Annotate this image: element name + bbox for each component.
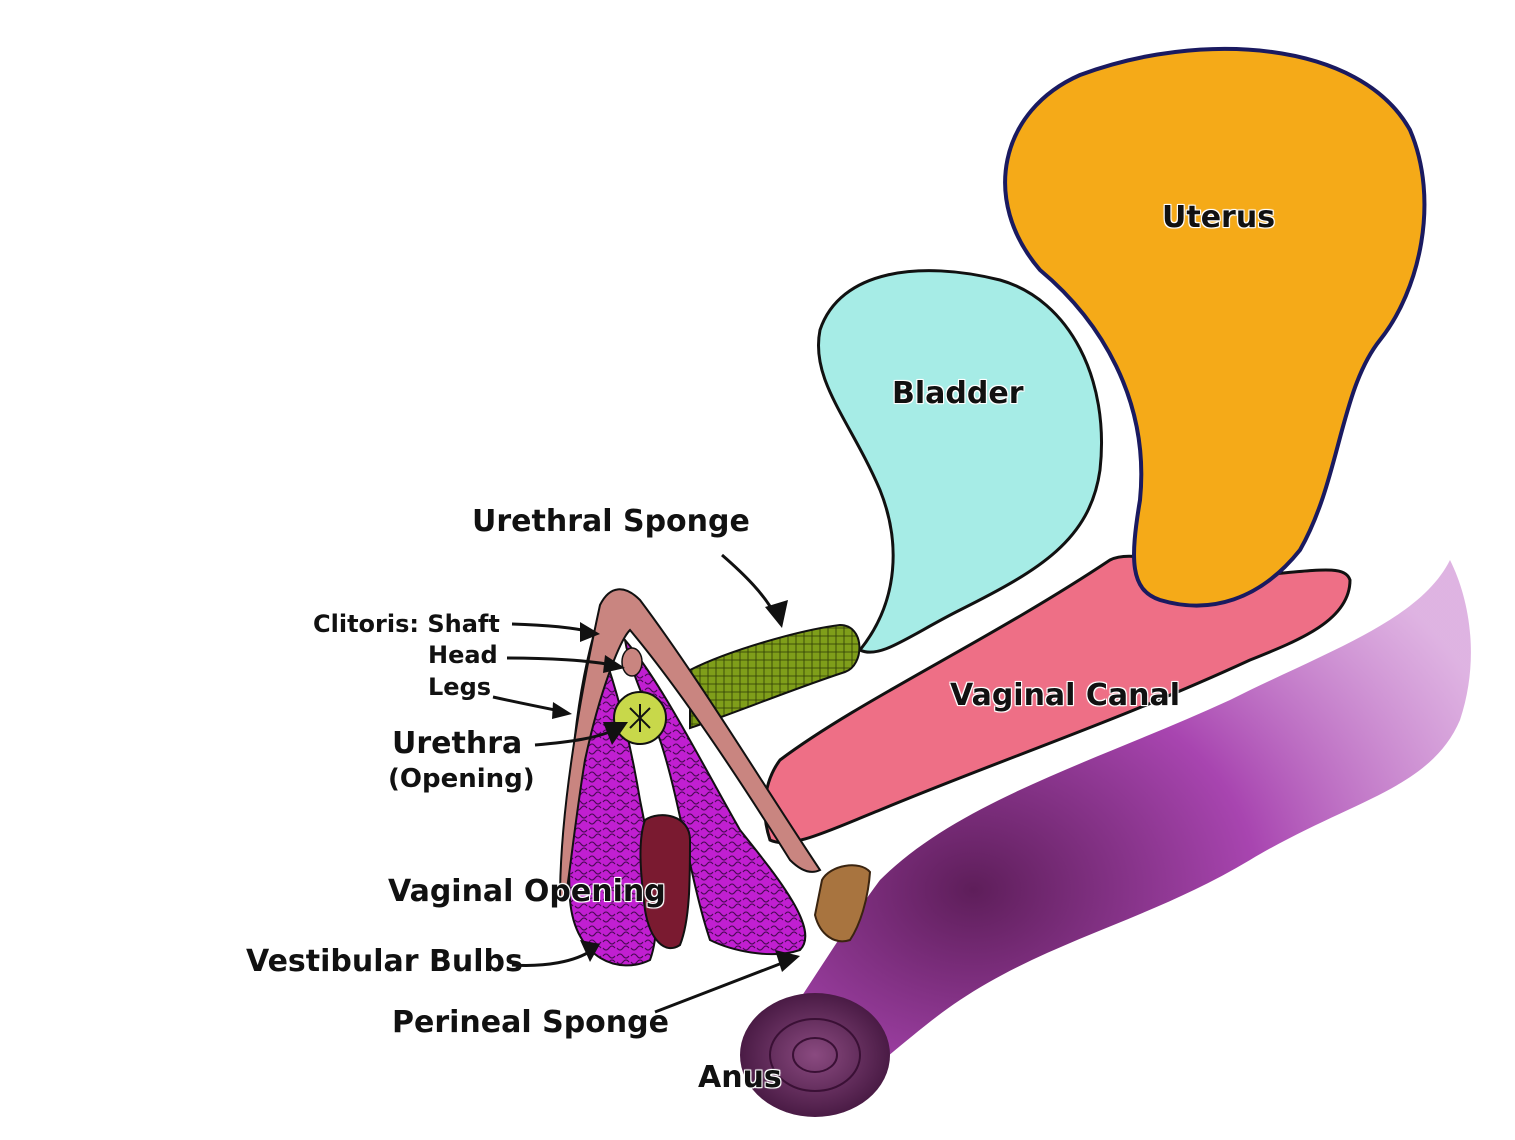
arrowhead-perineal-sponge	[775, 950, 800, 972]
label-perineal-sponge: Perineal Sponge	[392, 1005, 669, 1040]
urethra-star	[629, 704, 651, 732]
arrowhead-clitoris-head	[603, 655, 625, 673]
arrowhead-urethral-sponge	[765, 600, 788, 628]
label-urethra: Urethra	[392, 726, 523, 761]
label-bladder: Bladder	[892, 376, 1024, 411]
label-vaginal-canal: Vaginal Canal	[950, 678, 1181, 713]
label-clitoris-shaft: Clitoris: Shaft	[313, 610, 500, 638]
label-clitoris-head: Head	[428, 641, 498, 669]
anus-ring	[769, 1018, 861, 1092]
arrow-urethral-sponge	[721, 553, 777, 616]
rectum-shape	[760, 560, 1471, 1110]
arrow-perineal-sponge	[654, 958, 791, 1014]
arrowhead-clitoris-legs	[552, 702, 572, 719]
label-urethral-sponge: Urethral Sponge	[472, 504, 750, 539]
arrowhead-urethra	[603, 722, 628, 745]
label-clitoris-legs: Legs	[428, 673, 492, 701]
arrowhead-group	[552, 600, 800, 972]
label-uterus: Uterus	[1162, 200, 1276, 235]
vestibular-bulb-right	[623, 636, 807, 956]
uterus-shape	[1003, 47, 1427, 608]
vaginal-canal-shape	[763, 554, 1352, 845]
clitoris-shape	[558, 588, 822, 901]
anus-ring-inner	[792, 1037, 838, 1073]
label-vaginal-opening: Vaginal Opening	[388, 874, 666, 909]
label-vestibular-bulbs: Vestibular Bulbs	[246, 944, 523, 979]
clitoris-head-shape	[621, 647, 643, 677]
anus-shape	[740, 993, 890, 1117]
urethral-sponge-shape	[689, 623, 861, 730]
arrowhead-clitoris-shaft	[580, 622, 600, 642]
bladder-shape	[817, 269, 1103, 654]
label-anus: Anus	[698, 1060, 782, 1095]
label-urethra-sub: (Opening)	[388, 764, 535, 794]
vaginal-opening-shape	[639, 814, 692, 950]
perineal-sponge-shape	[813, 864, 872, 943]
arrowhead-vestibular-bulbs	[580, 940, 600, 962]
arrow-vestibular-bulbs	[511, 948, 593, 967]
